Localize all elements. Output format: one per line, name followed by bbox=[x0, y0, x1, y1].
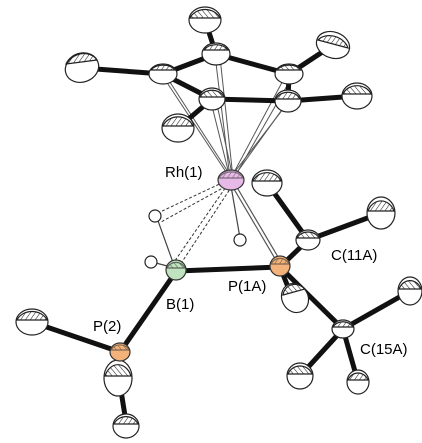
hydrogen-atom bbox=[144, 255, 158, 269]
dashed-agostic-bonds bbox=[157, 179, 233, 269]
label-p1a: P(1A) bbox=[228, 278, 266, 295]
p2-methyl-carbons bbox=[15, 308, 140, 439]
label-rh1: Rh(1) bbox=[165, 164, 203, 181]
cp-ring-carbons bbox=[148, 42, 304, 113]
label-c15a: C(15A) bbox=[360, 341, 408, 358]
cp-methyl-carbons bbox=[64, 6, 373, 143]
rh-cp-bonds bbox=[159, 54, 293, 179]
rh-h-bond bbox=[230, 185, 241, 239]
isopropyl-carbons bbox=[251, 169, 422, 395]
label-b1: B(1) bbox=[166, 296, 194, 313]
hydrogen-atom bbox=[148, 209, 162, 223]
atom-labels: Rh(1) B(1) P(1A) P(2) C(11A) C(15A) bbox=[93, 164, 408, 358]
label-p2: P(2) bbox=[93, 318, 121, 335]
hydrogen-atom bbox=[233, 233, 247, 247]
heteroatoms bbox=[109, 169, 291, 362]
rh-p1a-bond bbox=[230, 183, 282, 263]
label-c11a: C(11A) bbox=[331, 247, 377, 264]
cp-methyl-bonds bbox=[79, 17, 360, 131]
hydrogen-atoms bbox=[144, 209, 247, 269]
